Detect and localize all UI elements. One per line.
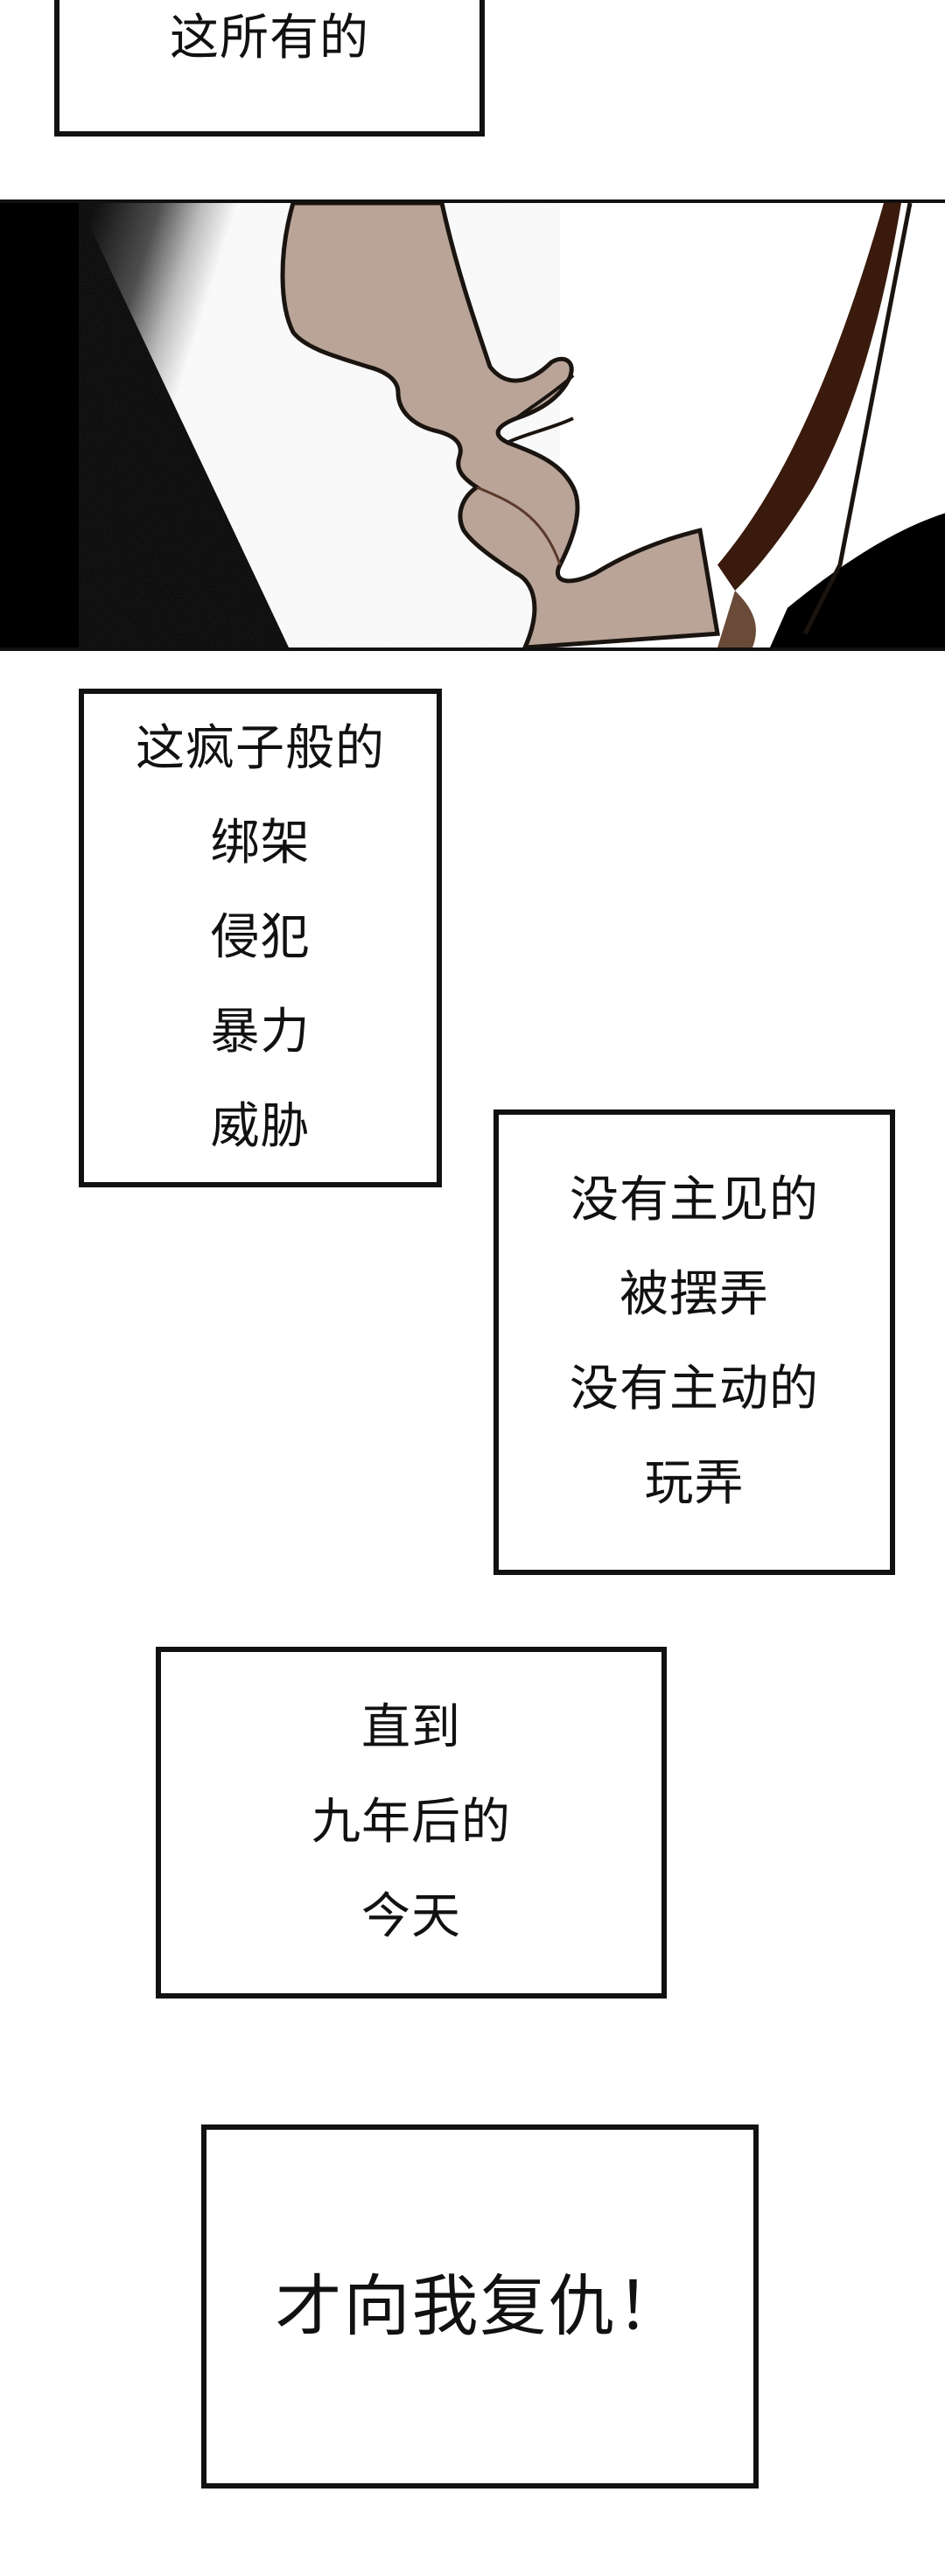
- caption-text: 没有主动的: [570, 1361, 819, 1418]
- face-profile-illustration: [0, 203, 945, 648]
- caption-text: 没有主见的: [570, 1172, 819, 1228]
- caption-box-5: 才向我复仇！: [201, 2124, 759, 2488]
- caption-text: 直到: [361, 1699, 461, 1756]
- caption-text: 玩弄: [644, 1455, 745, 1512]
- caption-box-2: 这疯子般的 绑架 侵犯 暴力 威胁: [79, 689, 442, 1187]
- caption-box-4: 直到 九年后的 今天: [156, 1647, 667, 1998]
- caption-text: 被摆弄: [620, 1266, 769, 1323]
- caption-text: 九年后的: [312, 1794, 511, 1851]
- shadow-core: [0, 203, 289, 648]
- neck-shadow: [718, 591, 756, 648]
- caption-box-3: 没有主见的 被摆弄 没有主动的 玩弄: [494, 1110, 895, 1575]
- chin-contour: [476, 486, 562, 565]
- shadow-grain: [79, 203, 560, 648]
- caption-text: 才向我复仇！: [275, 2267, 685, 2345]
- caption-text: 暴力: [210, 1004, 311, 1060]
- illustration-panel: [0, 200, 945, 651]
- hair-strand: [718, 203, 901, 592]
- caption-text: 侵犯: [210, 909, 311, 966]
- caption-box-1: 这所有的: [54, 0, 485, 136]
- lips-line: [507, 374, 575, 444]
- caption-text: 绑架: [210, 815, 311, 872]
- caption-text: 这疯子般的: [136, 720, 385, 777]
- collar-line: [802, 203, 913, 635]
- caption-text: 这所有的: [170, 10, 369, 66]
- face-skin: [280, 203, 720, 648]
- caption-text: 今天: [361, 1888, 461, 1945]
- caption-text: 威胁: [210, 1098, 311, 1155]
